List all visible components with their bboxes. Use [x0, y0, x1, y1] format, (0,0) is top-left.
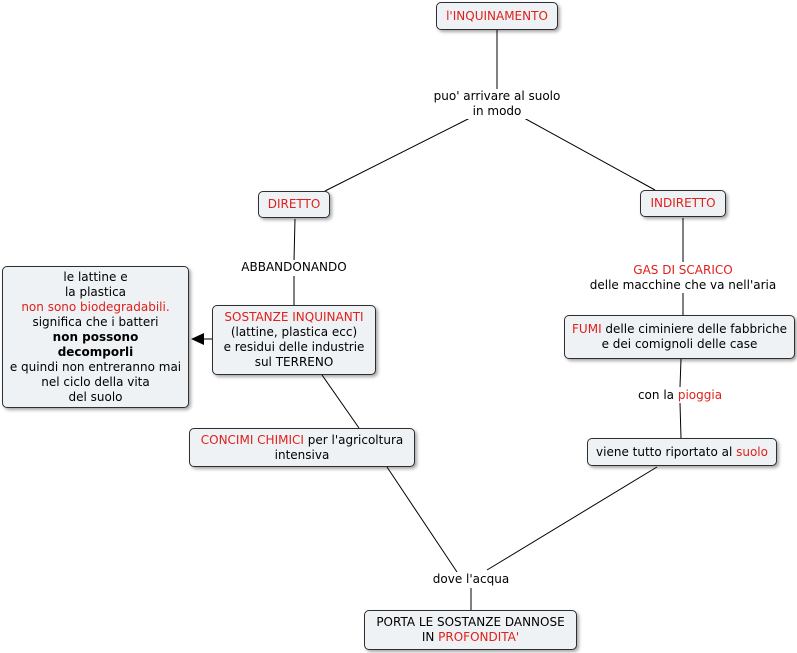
edge-fumi-pioggia [679, 358, 682, 388]
edge-viene-acqua [486, 466, 658, 571]
edge-sostanze-concimi [321, 374, 360, 429]
label-con-la-pioggia: con la pioggia [630, 388, 730, 403]
porta-line1: PORTA LE SOSTANZE DANNOSE [376, 615, 565, 629]
node-concimi-chimici[interactable]: CONCIMI CHIMICI per l'agricoltura intens… [189, 428, 415, 467]
edge-concimi-acqua [386, 466, 458, 573]
lattine-line2: la plastica [64, 284, 127, 299]
edge-arriva-diretto [324, 117, 471, 192]
acqua-text: dove l'acqua [432, 572, 510, 586]
lattine-line8: nel ciclo della vita [41, 374, 150, 389]
node-indiretto[interactable]: INDIRETTO [640, 190, 726, 217]
node-diretto[interactable]: DIRETTO [258, 191, 330, 218]
pioggia-text: con la [637, 388, 678, 402]
lattine-line3: non sono biodegradabili. [21, 299, 170, 314]
node-fumi[interactable]: FUMI delle ciminiere delle fabbriche e d… [564, 315, 795, 359]
node-inquinamento[interactable]: l'INQUINAMENTO [436, 2, 558, 30]
sostanze-line4: sul TERRENO [254, 355, 334, 369]
lattine-line1: le lattine e [63, 269, 128, 284]
lattine-line9: del suolo [68, 389, 123, 404]
fumi-red: FUMI [572, 322, 602, 336]
lattine-line4: significa che i batteri [32, 314, 159, 329]
label-abbandonando: ABBANDONANDO [238, 260, 350, 275]
fumi-line2: e dei comignoli delle case [601, 337, 758, 351]
node-sostanze-inquinanti[interactable]: SOSTANZE INQUINANTI (lattine, plastica e… [212, 305, 376, 375]
pioggia-red: pioggia [677, 388, 723, 402]
arrowhead-icon [191, 333, 204, 345]
concimi-red: CONCIMI CHIMICI [200, 432, 304, 447]
porta-line2: IN PROFONDITA' [422, 630, 519, 645]
concimi-rest: per l'agricoltura [303, 432, 404, 447]
node-indiretto-label: INDIRETTO [650, 196, 716, 210]
lattine-line5: non possono [52, 329, 139, 344]
label-gas-line2: delle macchine che va nell'aria [589, 278, 777, 292]
edge-diretto-abbandonando [293, 218, 296, 262]
label-gas-line1: GAS DI SCARICO [633, 263, 733, 277]
label-puo-arrivare-line1: puo' arrivare al suolo [433, 89, 561, 103]
node-diretto-label: DIRETTO [267, 197, 321, 211]
sostanze-line3: e residui delle industrie [223, 340, 365, 354]
label-puo-arrivare-line2: in modo [472, 104, 522, 118]
porta-red: PROFONDITA' [438, 630, 520, 644]
label-puo-arrivare: puo' arrivare al suolo in modo [428, 89, 566, 119]
sostanze-title: SOSTANZE INQUINANTI [224, 310, 364, 324]
lattine-line7: e quindi non entreranno mai [9, 359, 182, 374]
fumi-line1: FUMI delle ciminiere delle fabbriche [572, 322, 787, 337]
porta-in: IN [421, 630, 439, 644]
node-viene-riportato[interactable]: viene tutto riportato al suolo [587, 438, 777, 466]
edge-arriva-indiretto [523, 117, 656, 191]
label-gas-di-scarico: GAS DI SCARICO delle macchine che va nel… [586, 263, 780, 293]
label-abbandonando-text: ABBANDONANDO [241, 260, 347, 274]
node-porta-sostanze[interactable]: PORTA LE SOSTANZE DANNOSE IN PROFONDITA' [364, 610, 577, 650]
node-lattine-plastica[interactable]: le lattine e la plastica non sono biodeg… [2, 266, 189, 408]
concimi-line2: intensiva [274, 447, 330, 462]
edge-pioggia-viene [679, 402, 682, 439]
viene-line: viene tutto riportato al suolo [596, 445, 768, 460]
concimi-line1: CONCIMI CHIMICI per l'agricoltura [201, 433, 404, 448]
lattine-line6: decomporli [57, 344, 134, 359]
sostanze-line2: (lattine, plastica ecc) [230, 325, 358, 339]
node-inquinamento-label: l'INQUINAMENTO [446, 8, 548, 23]
fumi-rest: delle ciminiere delle fabbriche [601, 322, 787, 336]
viene-red: suolo [736, 444, 768, 459]
label-dove-lacqua: dove l'acqua [426, 572, 516, 587]
viene-text: viene tutto riportato al [596, 444, 737, 459]
